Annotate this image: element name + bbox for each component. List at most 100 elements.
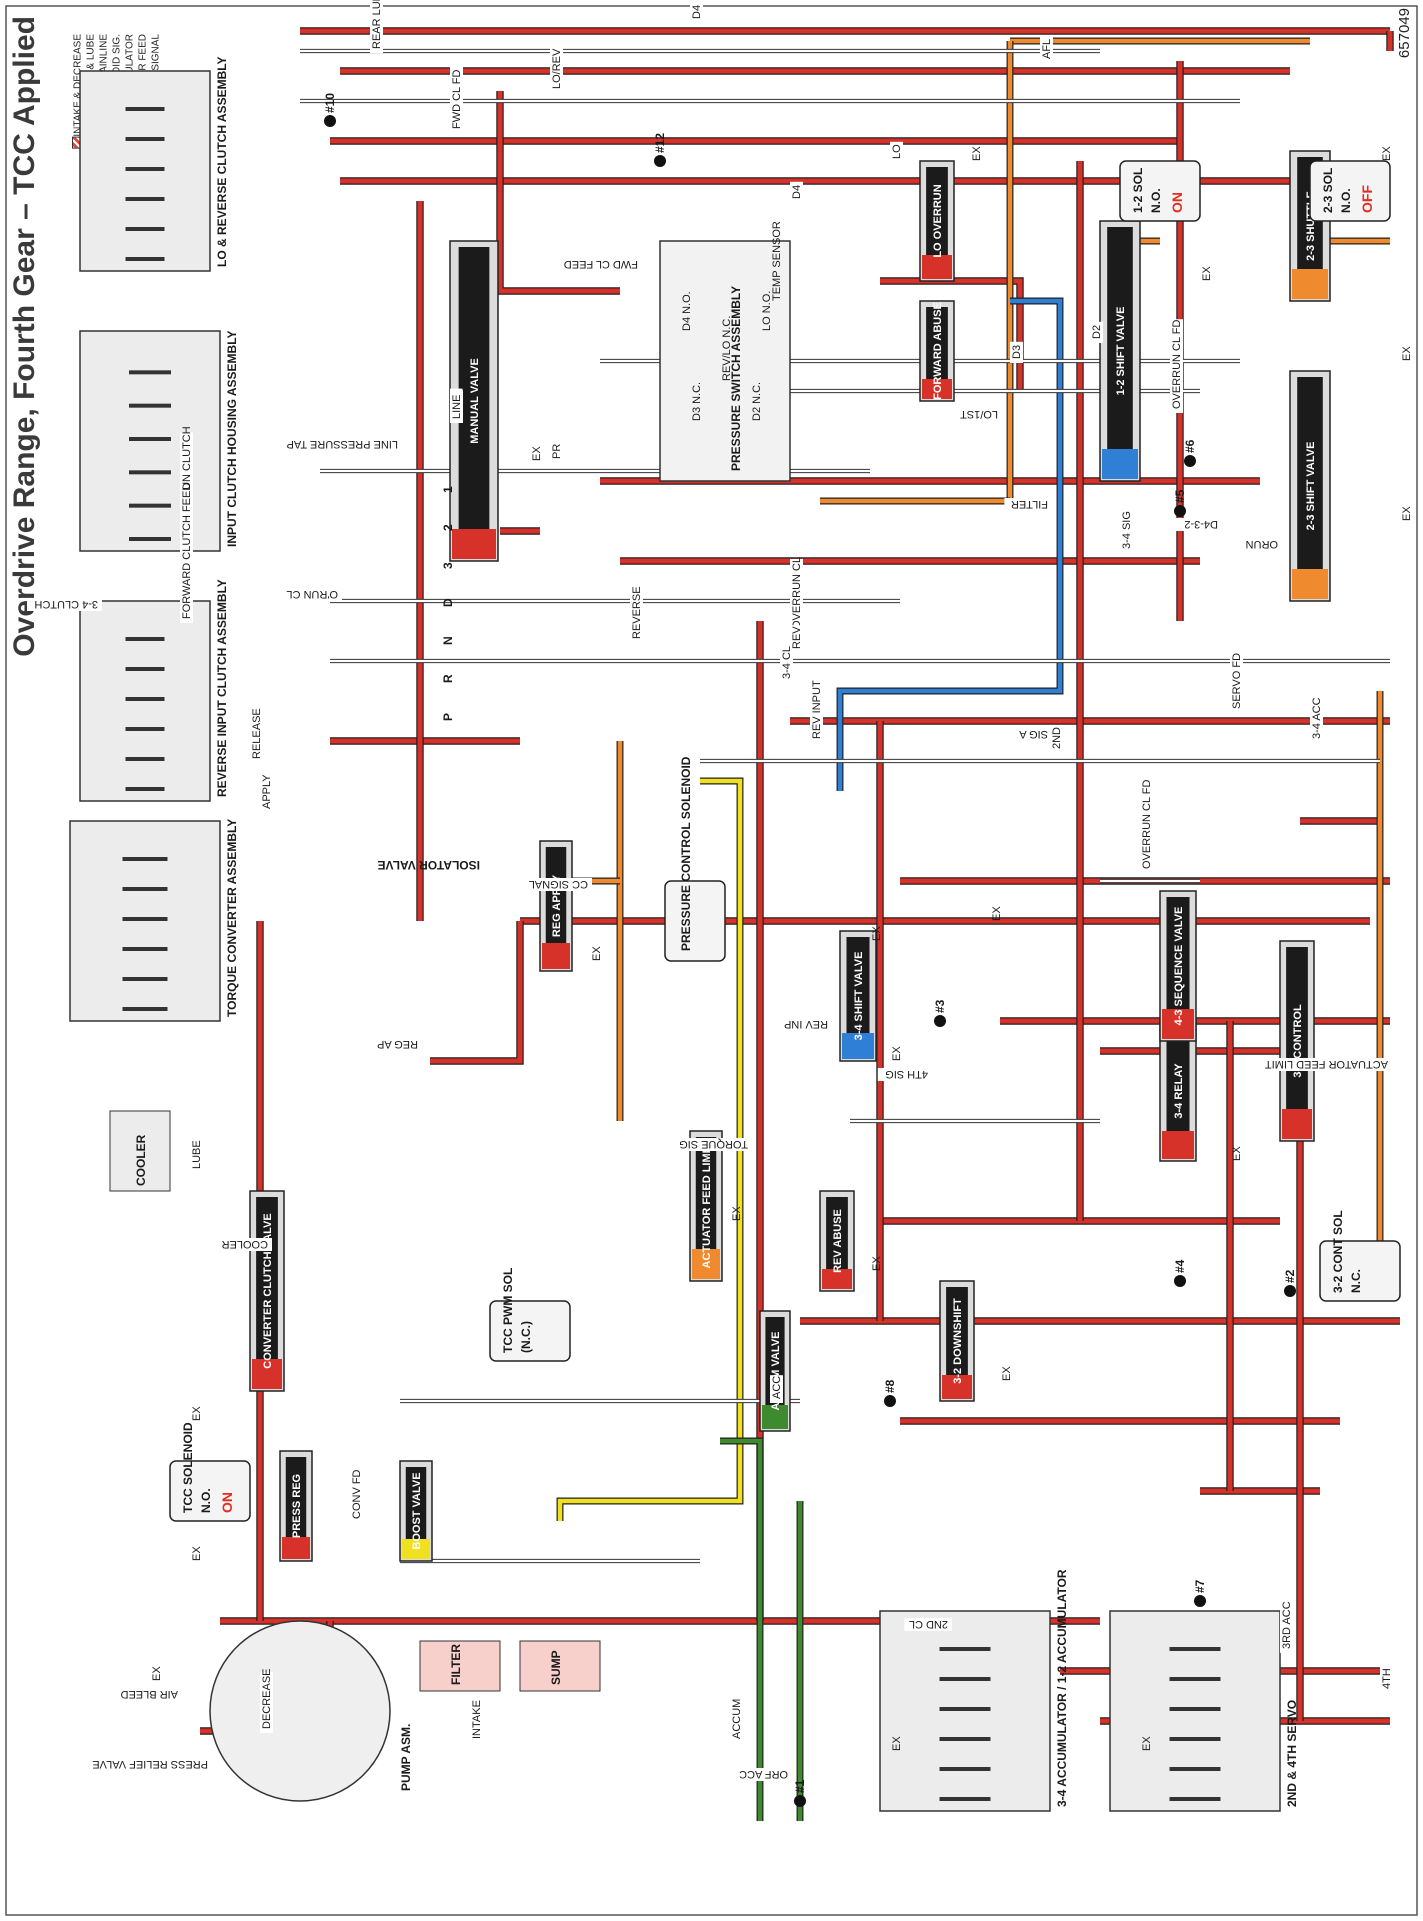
accumulators-plate: [939, 1767, 991, 1771]
shuttle23-valve-fluid: [1292, 269, 1328, 299]
accum-valve: ACCUM VALVE: [759, 1310, 791, 1432]
selector-position: D: [441, 598, 455, 607]
switch-d3: D3 N.C.: [691, 382, 703, 421]
pcs-body: [664, 880, 726, 962]
flow-tag-text: REVERSE: [631, 586, 643, 639]
label-rev-input: REV INPUT: [810, 675, 823, 743]
label-fwd-cl-fd: FWD CL FD: [450, 65, 463, 133]
reverse-input-assembly-plate: [125, 637, 165, 641]
selector-position: R: [441, 674, 455, 683]
selector-position: N: [441, 636, 455, 645]
flow-tag-text: PR: [551, 444, 563, 459]
switch-d2: D2 N.C.: [751, 382, 763, 421]
converter-clutch-valve: CONVERTER CLUTCH VALVE: [249, 1190, 285, 1392]
switch-revlo: REV/LO N.C.: [721, 316, 733, 381]
label-intake: INTAKE: [470, 1695, 483, 1743]
flow-tag-bg: [1010, 341, 1023, 363]
flow-tag-text: ORF ACC: [739, 1768, 788, 1780]
check-ball-label: #6: [1183, 439, 1197, 453]
flow-tag-bg: [524, 878, 592, 891]
exhaust-port-label: EX: [1141, 1736, 1153, 1751]
shift12-valve-spool: [1107, 227, 1133, 475]
flow-tag-bg: [1170, 319, 1183, 413]
converter-clutch-valve-label: CONVERTER CLUTCH VALVE: [262, 1213, 274, 1368]
exhaust-port-label: EX: [731, 1206, 743, 1221]
check-ball: [1284, 1285, 1296, 1297]
press-reg-valve-fluid: [282, 1537, 310, 1559]
solenoid-1-2-body: [1119, 160, 1201, 222]
flow-tag-text: CONV FD: [351, 1469, 363, 1519]
forward-abuse-valve-label: FORWARD ABUSE: [932, 302, 944, 400]
check-ball-label: #3: [933, 999, 947, 1013]
control32-valve-spool: [1286, 947, 1308, 1135]
selector-position: 3: [441, 562, 455, 569]
label-press-relief: PRESS RELIEF VALVE: [85, 1758, 212, 1771]
flow-tag-bg: [777, 1018, 832, 1031]
sump-label: SUMP: [549, 1650, 563, 1685]
label-rev-inp: REV INP: [777, 1018, 832, 1031]
label-torque-sig: TORQUE SIG: [678, 1138, 752, 1151]
flow-tag-text: FWD CL FEED: [564, 258, 638, 270]
flow-tag-bg: [1004, 498, 1052, 511]
check-ball: [934, 1015, 946, 1027]
shift23-valve: 2-3 SHIFT VALVE: [1289, 370, 1331, 602]
flow-tag-text: RELEASE: [251, 708, 263, 759]
input-clutch-assembly-plate: [129, 470, 171, 475]
converter-clutch-valve-fluid: [252, 1359, 282, 1389]
label-3-4-clutch: 3-4 CLUTCH: [28, 598, 102, 611]
downshift32-valve-fluid: [942, 1375, 972, 1399]
check-ball: [654, 155, 666, 167]
press-reg-valve-label: PRESS REG: [291, 1474, 303, 1538]
flow-tag-bg: [1174, 518, 1222, 531]
downshift32-valve: 3-2 DOWNSHIFT: [939, 1280, 975, 1402]
flow-tag-text: 3-4 SIG: [1121, 511, 1133, 549]
torque-converter-assembly-label: TORQUE CONVERTER ASSEMBLY: [225, 819, 239, 1017]
label-rev: REV: [790, 625, 803, 653]
input-clutch-assembly-plate: [129, 437, 171, 441]
label-lo: LO: [890, 141, 903, 163]
flow-tag-bg: [450, 65, 463, 133]
accumulators-plate: [939, 1737, 991, 1741]
servo-2nd-4th-plate: [1169, 1767, 1221, 1771]
flow-tag-text: DECREASE: [261, 1668, 273, 1729]
input-clutch-assembly-plate: [129, 537, 171, 541]
filter-label: FILTER: [449, 1644, 463, 1685]
flow-tag-text: 3-4 ACC: [1311, 697, 1323, 739]
flow-tag-text: OVERRUN CL FD: [1141, 780, 1153, 869]
pump-body: [209, 1620, 391, 1802]
label-4th: 4TH: [1380, 1665, 1393, 1693]
selector-position: 2: [441, 524, 455, 531]
reverse-input-assembly: [79, 600, 211, 802]
flow-tag-bg: [281, 438, 402, 451]
exhaust-port-label: EX: [1381, 146, 1393, 161]
flow-tag-bg: [250, 708, 263, 763]
label-sig34: 3-4 SIG: [1120, 498, 1133, 553]
servo-2nd-4th-plate: [1169, 1797, 1221, 1801]
label-d4-2: D4: [790, 181, 803, 203]
torque-sig-line: [557, 778, 743, 1521]
label-overrun-cl-fd: OVERRUN CL FD: [1170, 319, 1183, 413]
lo-overrun-valve-fluid: [922, 255, 952, 279]
selector-position: 1: [441, 486, 455, 493]
label-decrease: DECREASE: [260, 1668, 273, 1733]
lo-rev-clutch-assembly-plate: [125, 167, 165, 171]
exhaust-port-label: EX: [191, 1546, 203, 1561]
label-rear-lube: REAR LUBE: [370, 0, 383, 53]
flow-tag-bg: [1230, 652, 1243, 713]
input-clutch-assembly: [79, 330, 221, 552]
solenoid-2-3-state: OFF: [1359, 185, 1375, 213]
servo-2nd-4th-label: 2ND & 4TH SERVO: [1285, 1700, 1299, 1807]
label-cc-signal: CC SIGNAL: [524, 878, 592, 891]
manual-valve: MANUAL VALVE: [449, 240, 499, 562]
label-overrun-cl: OVERRUN CL: [790, 557, 803, 633]
torque-converter-assembly-plate: [122, 977, 168, 981]
accumulators-plate: [939, 1707, 991, 1711]
flow-tag-bg: [561, 258, 642, 271]
check-ball-label: #7: [1193, 1579, 1207, 1593]
check-ball: [324, 115, 336, 127]
lo-rev-clutch-assembly-plate: [125, 257, 165, 261]
flow-tag-bg: [954, 408, 1002, 421]
check-ball: [1174, 505, 1186, 517]
solenoid-2-3-type: N.O.: [1339, 188, 1353, 213]
